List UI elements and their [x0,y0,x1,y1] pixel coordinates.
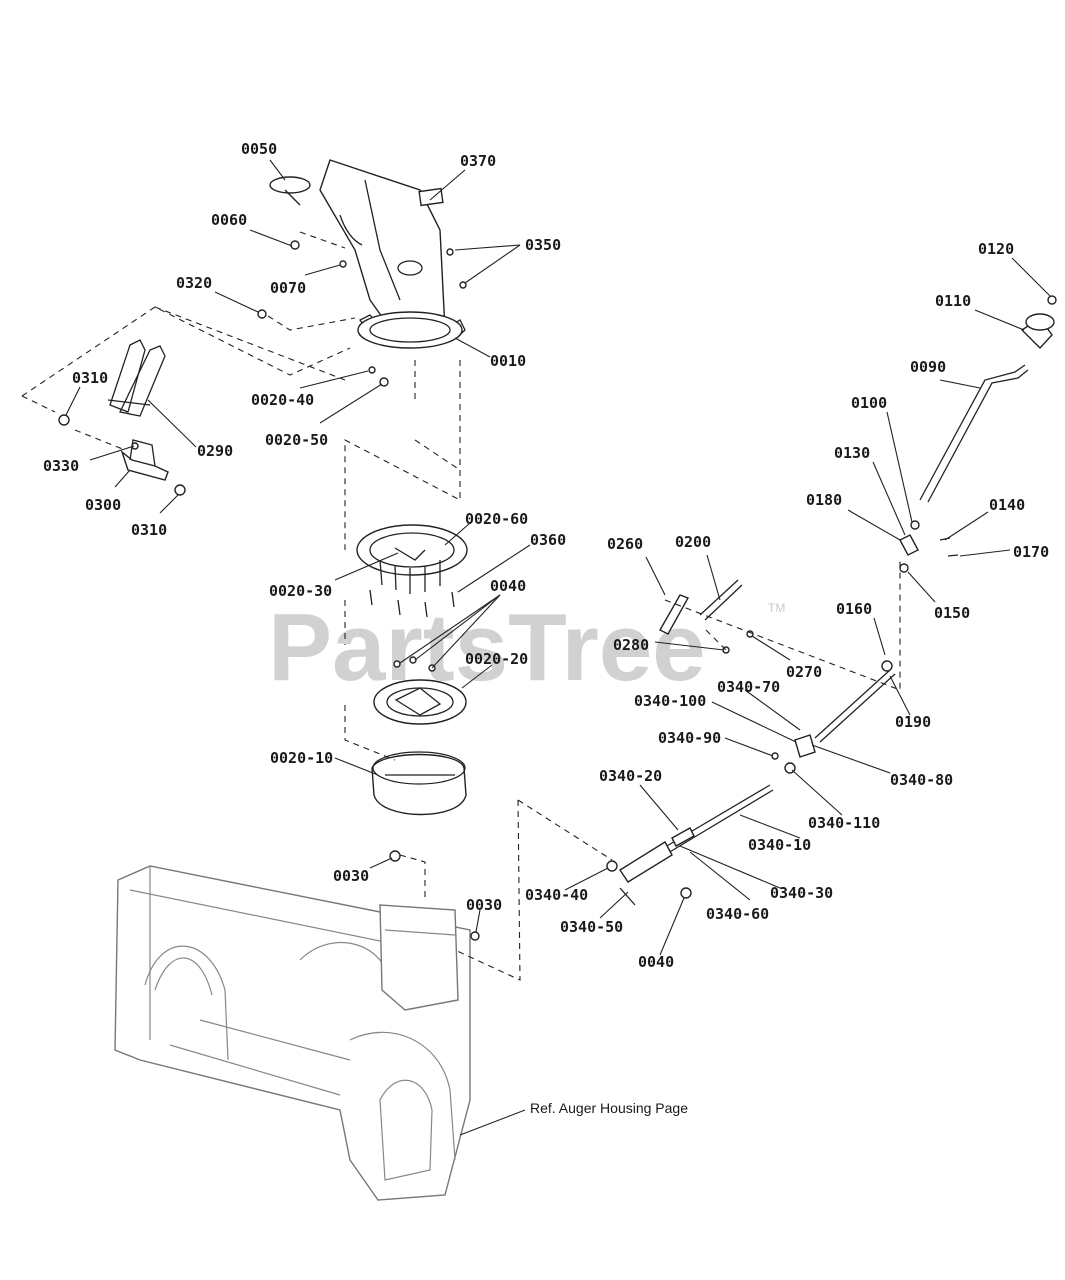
part-label: 0360 [530,531,566,549]
part-label: 0020-40 [251,391,314,409]
part-label: 0040 [638,953,674,971]
part-label: 0020-60 [465,510,528,528]
part-label: 0070 [270,279,306,297]
reference-note: Ref. Auger Housing Page [530,1100,688,1116]
part-label: 0170 [1013,543,1049,561]
part-label: 0340-100 [634,692,706,710]
part-label: 0030 [333,867,369,885]
part-label: 0290 [197,442,233,460]
part-label: 0260 [607,535,643,553]
part-label: 0370 [460,152,496,170]
small-parts [257,240,467,387]
part-labels: 0050 0370 0060 0350 0070 0320 0010 0020-… [43,140,1049,1116]
part-label: 0340-30 [770,884,833,902]
part-label: 0020-50 [265,431,328,449]
part-label: 0160 [836,600,872,618]
part-label: 0090 [910,358,946,376]
deflector-rod-group [58,339,186,496]
part-label: 0340-40 [525,886,588,904]
rotation-ring-assembly [356,524,468,816]
leader-lines [65,159,1051,1136]
part-label: 0340-60 [706,905,769,923]
part-label: 0100 [851,394,887,412]
part-label: 0340-10 [748,836,811,854]
auger-housing [114,865,471,1201]
part-label: 0350 [525,236,561,254]
discharge-chute [319,159,466,349]
part-label: 0340-20 [599,767,662,785]
part-label: 0010 [490,352,526,370]
part-label: 0340-50 [560,918,623,936]
part-label: 0110 [935,292,971,310]
part-label: 0330 [43,457,79,475]
part-label: 0060 [211,211,247,229]
watermark-trademark: TM [768,601,785,615]
part-label: 0020-10 [270,749,333,767]
crank-handle-group [899,295,1057,573]
part-label: 0020-30 [269,582,332,600]
part-label: 0050 [241,140,277,158]
part-label: 0340-110 [808,814,880,832]
part-label: 0190 [895,713,931,731]
part-label: 0120 [978,240,1014,258]
assembly-dashed-lines [21,231,901,981]
part-label: 0040 [490,577,526,595]
knob-0050 [269,176,311,206]
watermark-text: PartsTree [268,594,706,701]
part-label: 0030 [466,896,502,914]
part-label: 0300 [85,496,121,514]
part-label: 0340-80 [890,771,953,789]
part-label: 0150 [934,604,970,622]
bolts-0030 [389,850,480,941]
part-label: 0280 [613,636,649,654]
part-label: 0340-70 [717,678,780,696]
part-label: 0310 [72,369,108,387]
part-label: 0020-20 [465,650,528,668]
part-label: 0200 [675,533,711,551]
part-label: 0180 [806,491,842,509]
part-label: 0130 [834,444,870,462]
part-label: 0270 [786,663,822,681]
part-label: 0310 [131,521,167,539]
shaft-assembly [606,660,896,906]
part-label: 0340-90 [658,729,721,747]
part-label: 0320 [176,274,212,292]
part-label: 0140 [989,496,1025,514]
